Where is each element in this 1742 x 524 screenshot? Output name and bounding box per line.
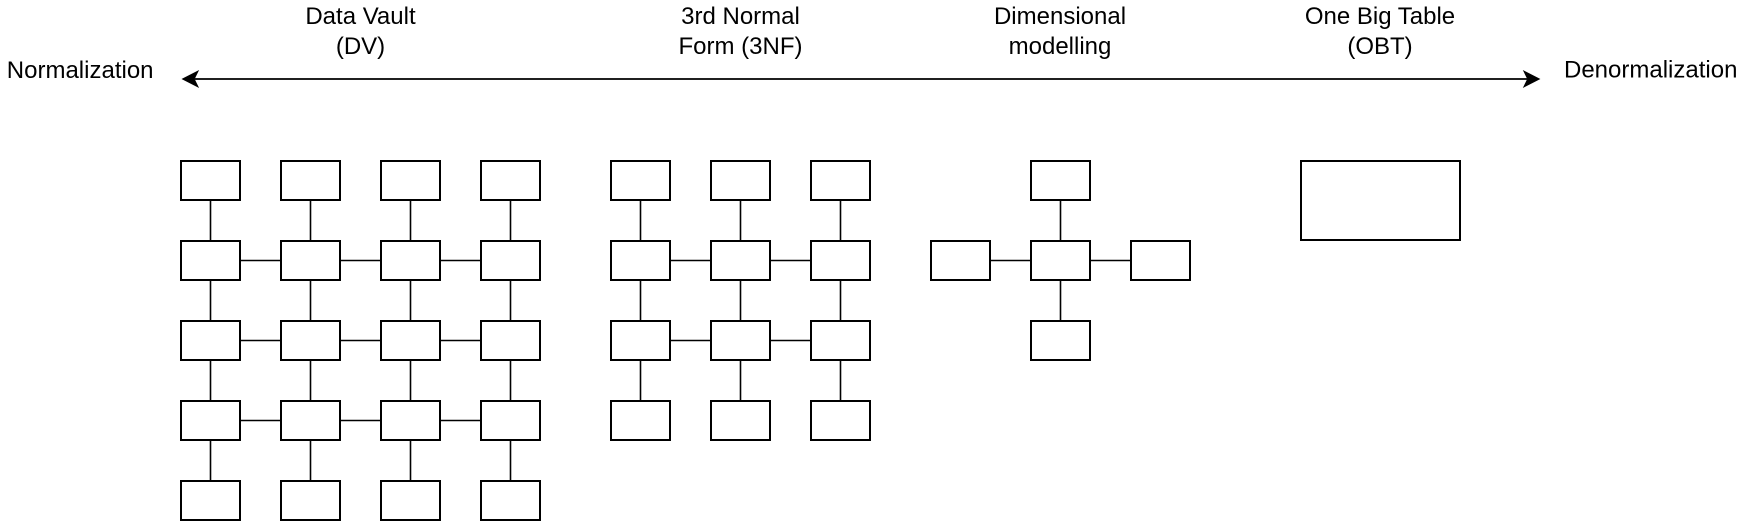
svg-text:Denormalization: Denormalization [1564, 56, 1737, 83]
svg-text:Normalization: Normalization [7, 57, 154, 84]
svg-text:modelling: modelling [1009, 33, 1112, 60]
svg-text:Data Vault: Data Vault [305, 3, 416, 30]
svg-text:3rd Normal: 3rd Normal [681, 3, 800, 30]
svg-text:One Big Table: One Big Table [1305, 3, 1455, 30]
svg-text:(OBT): (OBT) [1347, 33, 1412, 60]
svg-text:Dimensional: Dimensional [994, 3, 1126, 30]
svg-text:Form (3NF): Form (3NF) [679, 33, 803, 60]
svg-text:(DV): (DV) [336, 33, 385, 60]
